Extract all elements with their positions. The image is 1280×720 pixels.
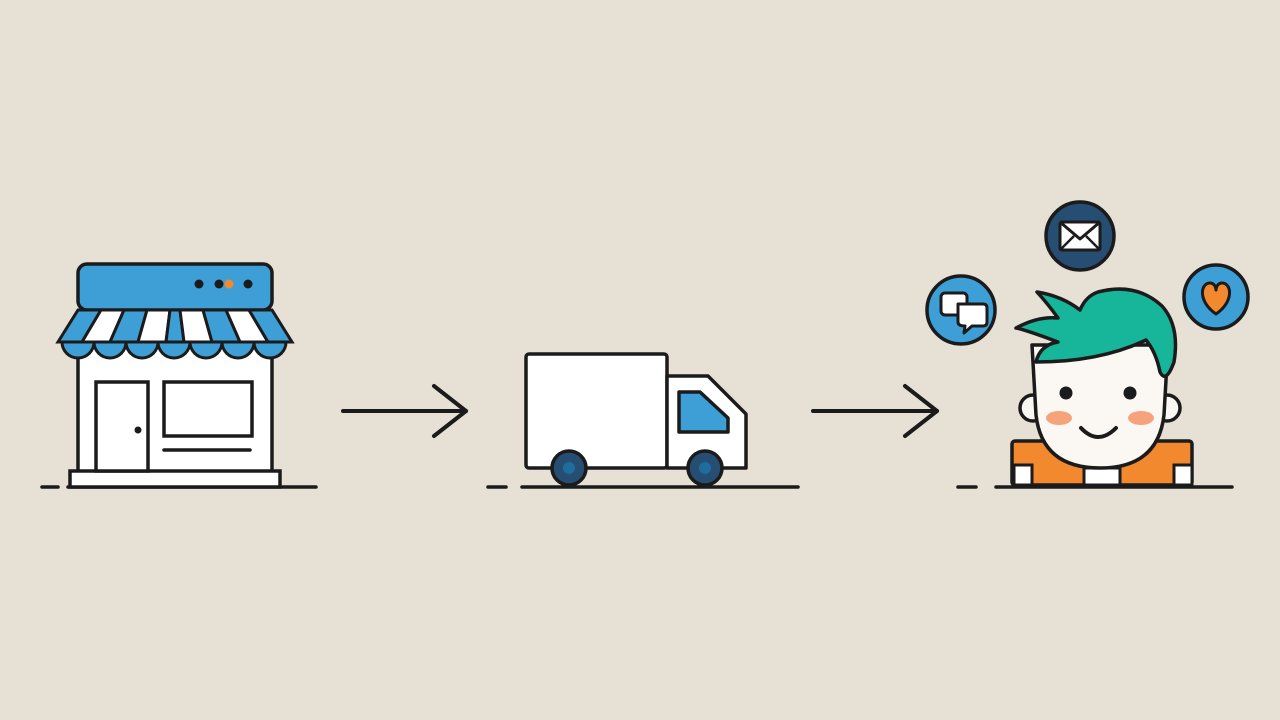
heart-shape	[1201, 281, 1231, 316]
envelope-icon	[1044, 200, 1116, 272]
customer-face	[1030, 343, 1170, 470]
shirt-block	[1082, 466, 1122, 487]
customer-cheek	[1046, 411, 1072, 425]
store-door	[94, 380, 150, 473]
shirt-block	[1172, 463, 1194, 487]
truck-window	[677, 390, 730, 434]
sign-dot	[224, 279, 234, 289]
arrow-right-icon	[811, 384, 939, 438]
storefront-icon	[40, 262, 318, 489]
customer-smile	[1079, 426, 1118, 439]
arrow-head	[432, 384, 468, 438]
sign-dot	[214, 279, 224, 289]
envelope-fold	[1059, 235, 1075, 251]
customer-eye	[1059, 386, 1073, 400]
customer-hair	[1014, 287, 1178, 378]
awning-scallop	[252, 340, 288, 360]
shirt-block	[1012, 463, 1034, 487]
chat-bubble-front	[956, 302, 989, 335]
arrow-head	[903, 384, 939, 438]
delivery-truck-icon	[486, 352, 800, 489]
truck-hubcap	[699, 462, 711, 474]
door-knob	[134, 426, 142, 434]
store-base	[68, 469, 282, 489]
envelope-flap	[1059, 220, 1101, 241]
awning-stripe	[246, 308, 295, 344]
sign-dot	[194, 279, 204, 289]
store-window	[162, 380, 254, 438]
heart-icon	[1182, 263, 1250, 331]
arrow-right-icon	[341, 384, 468, 438]
truck-cargo-box	[524, 352, 669, 470]
chat-bubbles-icon	[925, 274, 997, 346]
store-sign	[76, 262, 274, 312]
sign-dot	[243, 279, 253, 289]
customer-eye	[1123, 386, 1137, 400]
envelope-fold	[1085, 235, 1101, 251]
happy-customer-icon	[956, 287, 1234, 489]
customer-cheek	[1128, 411, 1154, 425]
truck-hubcap	[563, 462, 575, 474]
